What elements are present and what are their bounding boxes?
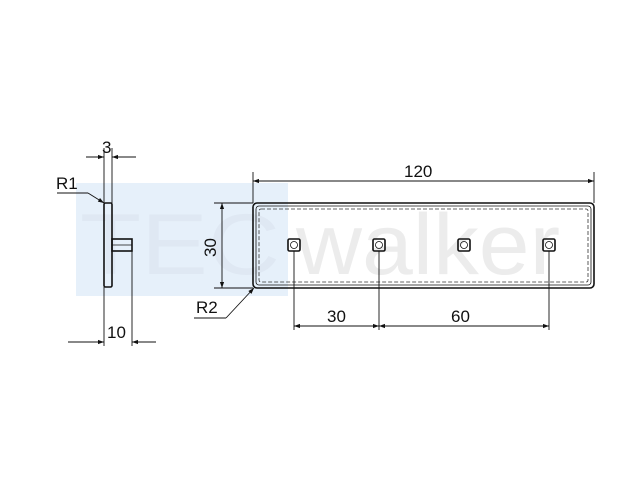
radius-side-label: R1	[56, 174, 78, 193]
leader-radius-side: R1	[56, 174, 105, 204]
dimension-length: 120	[252, 162, 595, 203]
dimension-total-depth: 10	[68, 251, 156, 346]
leader-radius-corner: R2	[194, 287, 255, 319]
watermark: TEC walker	[76, 183, 560, 296]
pin-3	[457, 238, 471, 252]
dimension-height: 30	[201, 202, 253, 289]
radius-corner-label: R2	[196, 298, 218, 317]
front-plate-inner	[255, 205, 592, 286]
front-plate-hidden-edge	[258, 208, 589, 283]
dim-pin-spacing-1-label: 30	[327, 307, 346, 326]
dimension-pin-spacing: 30 60	[293, 251, 550, 330]
dim-length-label: 120	[404, 162, 432, 181]
side-view	[103, 202, 133, 288]
watermark-tec: TEC	[80, 197, 280, 293]
dim-thickness-label: 3	[102, 138, 111, 157]
front-plate-outer	[252, 202, 595, 289]
watermark-walker: walker	[295, 197, 560, 293]
dimension-thickness: 3	[86, 138, 136, 203]
dim-pin-spacing-2-label: 60	[451, 307, 470, 326]
dim-total-depth-label: 10	[107, 323, 126, 342]
dim-height-label: 30	[201, 238, 220, 257]
